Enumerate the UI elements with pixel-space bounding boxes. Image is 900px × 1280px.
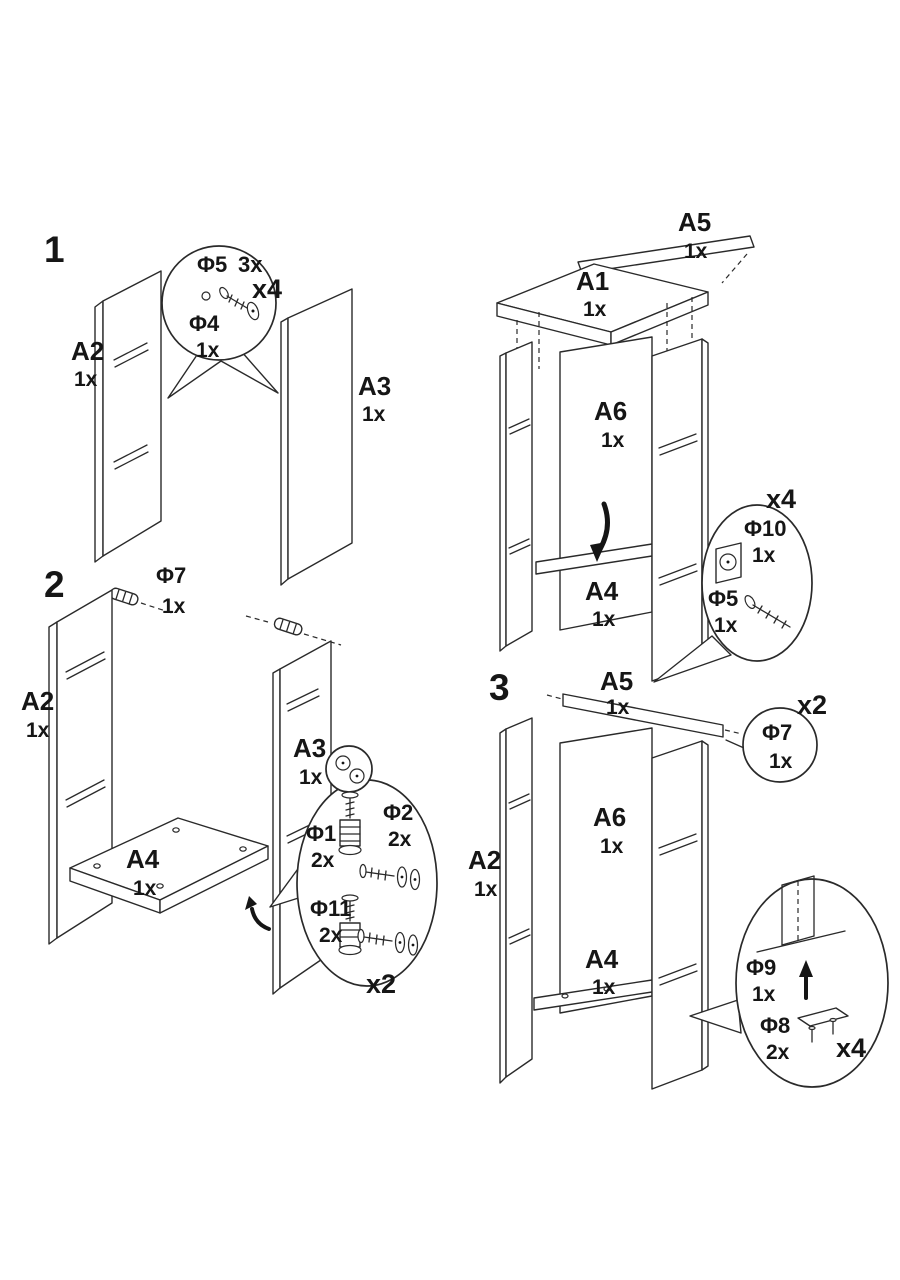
panel-a6-label: A6	[594, 396, 627, 426]
rail-a5-qty: 1x	[684, 240, 708, 263]
cam-bolt-phi2-drawing	[359, 863, 421, 891]
phi10-qty: 1x	[752, 544, 776, 567]
screw-drawing	[201, 286, 260, 321]
panel-a1-drawing	[496, 263, 709, 346]
cabinet-drawing	[499, 336, 709, 682]
panel-a2-drawing	[94, 270, 162, 563]
shelf-a4-qty: 1x	[592, 608, 616, 631]
phi5-qty: 1x	[714, 614, 738, 637]
panel-a2-label: A2	[71, 336, 104, 366]
phi10-label: Φ10	[744, 516, 787, 541]
phi7-callout-bubble: Φ7 1x x2	[725, 690, 827, 783]
panel-a1-label: A1	[576, 266, 609, 296]
step-1-number: 1	[44, 229, 65, 270]
step-2-number: 2	[44, 564, 65, 605]
panel-a4-label: A4	[126, 844, 160, 874]
shelf-a4-qty: 1x	[592, 976, 616, 999]
insert-down-arrow	[590, 501, 610, 562]
step-3: 3 A5 1x Φ7 1x x2	[468, 666, 889, 1090]
cam-disc-drawing	[335, 755, 365, 784]
step-1-multiplier: x4	[252, 274, 282, 304]
phi5-qty: 3x	[238, 252, 263, 277]
panel-a4-qty: 1x	[133, 877, 157, 900]
dowel-phi7-drawing-2	[245, 615, 342, 646]
step-2-assembly-callout-bubble: x4 Φ10 1x Φ5 1x	[653, 484, 813, 683]
step-3-callout-bubble: Φ9 1x Φ8 2x x4	[689, 875, 889, 1088]
panel-a1-qty: 1x	[583, 298, 607, 321]
phi8-label: Φ8	[760, 1013, 790, 1038]
panel-a3-label: A3	[293, 733, 326, 763]
panel-a3-label: A3	[358, 371, 391, 401]
phi5-label: Φ5	[197, 252, 227, 277]
rail-a5-label: A5	[600, 666, 633, 696]
phi9-label: Φ9	[746, 955, 776, 980]
phi7-label: Φ7	[156, 563, 186, 588]
panel-a2-drawing	[48, 589, 113, 945]
phi7-multiplier: x2	[797, 690, 827, 720]
panel-a2-qty: 1x	[474, 878, 498, 901]
leg-corner-drawing	[756, 875, 846, 953]
rotate-arrow	[245, 896, 271, 931]
cam-plate-drawing	[715, 542, 742, 584]
phi1-label: Φ1	[306, 821, 336, 846]
panel-a2-qty: 1x	[26, 719, 50, 742]
phi1-qty: 2x	[311, 849, 335, 872]
panel-a4-drawing	[69, 817, 269, 914]
panel-a2-qty: 1x	[74, 368, 98, 391]
phi2-qty: 2x	[388, 828, 412, 851]
panel-a3-qty: 1x	[362, 403, 386, 426]
cam-bolt-phi2-drawing-2	[357, 928, 419, 956]
bolt-phi1-drawing	[338, 791, 362, 856]
phi8-qty: 2x	[766, 1041, 790, 1064]
up-arrow	[799, 960, 813, 1000]
rail-a5-label: A5	[678, 207, 711, 237]
panel-a2-label: A2	[21, 686, 54, 716]
panel-a6-qty: 1x	[600, 835, 624, 858]
step-2-callout-bubble: Φ1 2x Φ2 2x Φ11 2x x2	[269, 745, 438, 999]
step-2-multiplier: x2	[366, 969, 396, 999]
bolt-phi11-drawing	[338, 894, 362, 956]
rail-a5-drawing	[546, 693, 743, 738]
phi5-label: Φ5	[708, 586, 738, 611]
assembly-multiplier: x4	[766, 484, 796, 514]
phi7-qty: 1x	[769, 750, 793, 773]
panel-a6-label: A6	[593, 802, 626, 832]
phi7-qty: 1x	[162, 595, 186, 618]
phi2-label: Φ2	[383, 800, 413, 825]
step-3-number: 3	[489, 667, 510, 708]
panel-a3-drawing	[280, 288, 353, 586]
panel-a3-qty: 1x	[299, 766, 323, 789]
step-2-assembly: A5 1x A1 1x	[496, 207, 813, 683]
step-3-multiplier: x4	[836, 1033, 866, 1063]
rail-a5-qty: 1x	[606, 696, 630, 719]
phi11-label: Φ11	[310, 896, 351, 921]
phi9-qty: 1x	[752, 983, 776, 1006]
cabinet-drawing	[499, 717, 709, 1090]
phi7-label: Φ7	[762, 720, 792, 745]
step-1-callout-bubble: Φ5 3x Φ4 1x x4	[161, 245, 282, 399]
shelf-a4-label: A4	[585, 944, 619, 974]
phi4-label: Φ4	[189, 311, 220, 336]
foot-plate-phi8-drawing	[797, 1007, 849, 1043]
step-1: 1 A2 1x A3 1x	[44, 229, 391, 586]
panel-a2-label: A2	[468, 845, 501, 875]
screw-phi5-drawing	[744, 595, 791, 629]
phi11-qty: 2x	[319, 924, 343, 947]
shelf-a4-label: A4	[585, 576, 619, 606]
phi4-qty: 1x	[196, 339, 220, 362]
step-2: 2 Φ7 1x	[21, 563, 438, 999]
panel-a6-qty: 1x	[601, 429, 625, 452]
